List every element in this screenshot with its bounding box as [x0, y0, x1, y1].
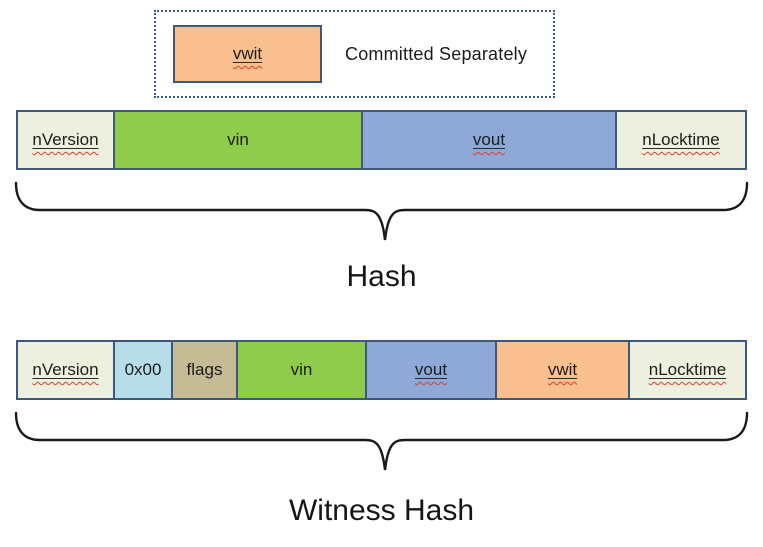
witness-hash-caption: Witness Hash: [288, 494, 475, 527]
witness-row-segment-vwit: vwit: [497, 340, 630, 400]
segment-label: vout: [472, 130, 506, 149]
hash-row-segment-vout: vout: [363, 110, 617, 170]
segment-label: nVersion: [32, 130, 99, 149]
witness-row-segment-vout: vout: [367, 340, 497, 400]
hash-row-segment-nversion: nVersion: [16, 110, 115, 170]
legend-vwit-box: vwit: [173, 25, 322, 83]
hash-row-segment-vin: vin: [115, 110, 363, 170]
segment-label: vwit: [547, 360, 578, 379]
segment-label: vout: [414, 360, 448, 379]
segment-label: nLocktime: [648, 360, 727, 379]
segment-label: nLocktime: [642, 130, 720, 149]
witness-row-segment-nversion: nVersion: [16, 340, 115, 400]
witness-hash-brace: [14, 411, 749, 471]
witness-row-segment-flags: flags: [173, 340, 238, 400]
witness-hash-row: nVersion 0x00 flags vin vout vwit nLockt…: [16, 340, 747, 400]
segment-label: flags: [186, 360, 223, 379]
witness-row-segment-0x00: 0x00: [115, 340, 173, 400]
hash-row-segment-nlocktime: nLocktime: [617, 110, 747, 170]
segment-label: 0x00: [124, 360, 162, 379]
segment-label: vin: [227, 130, 249, 149]
legend-vwit-label: vwit: [232, 44, 263, 63]
witness-row-segment-nlocktime: nLocktime: [630, 340, 747, 400]
hash-row: nVersion vin vout nLocktime: [16, 110, 747, 170]
hash-brace: [14, 181, 749, 241]
segment-label: vin: [290, 360, 313, 379]
legend-caption: Committed Separately: [345, 43, 528, 64]
witness-row-segment-vin: vin: [238, 340, 367, 400]
legend-box: vwit Committed Separately: [154, 10, 555, 98]
segment-label: nVersion: [32, 360, 99, 379]
hash-caption: Hash: [346, 260, 417, 293]
